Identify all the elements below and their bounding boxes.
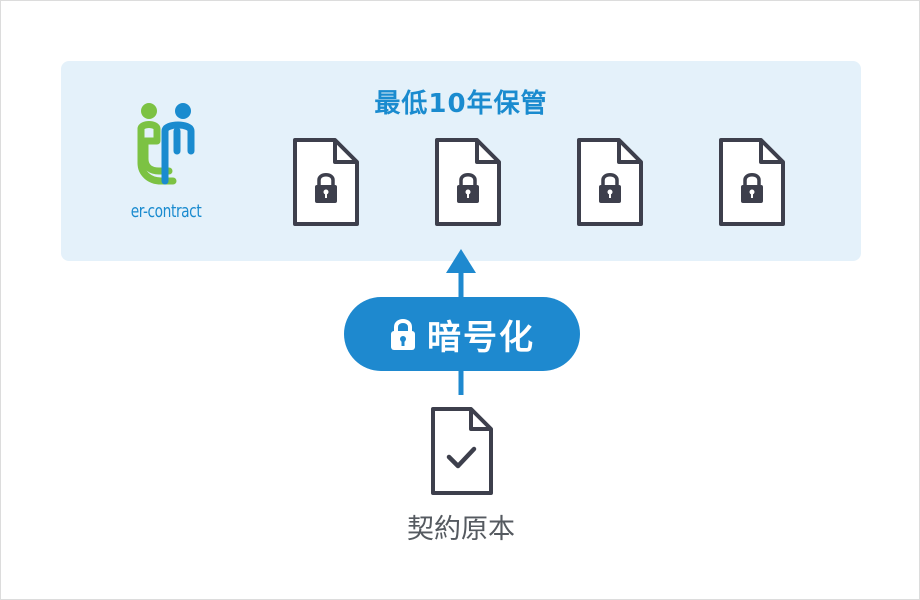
locked-document-icon: [435, 138, 501, 226]
locked-document-icon: [293, 138, 359, 226]
logo-text: er-contract: [130, 201, 202, 222]
encryption-label: 暗号化: [427, 317, 535, 358]
er-contract-logo-mark-icon: [137, 103, 195, 185]
encryption-badge: 暗号化: [344, 297, 580, 371]
checked-document-icon: [431, 407, 493, 495]
lock-icon: [391, 319, 415, 350]
er-contract-logo: er-contract: [111, 101, 221, 222]
locked-document-icon: [577, 138, 643, 226]
source-document-label: 契約原本: [407, 514, 515, 545]
storage-panel: 最低10年保管 er-contract: [61, 61, 861, 261]
locked-document-icon: [719, 138, 785, 226]
storage-title: 最低10年保管: [374, 89, 548, 119]
